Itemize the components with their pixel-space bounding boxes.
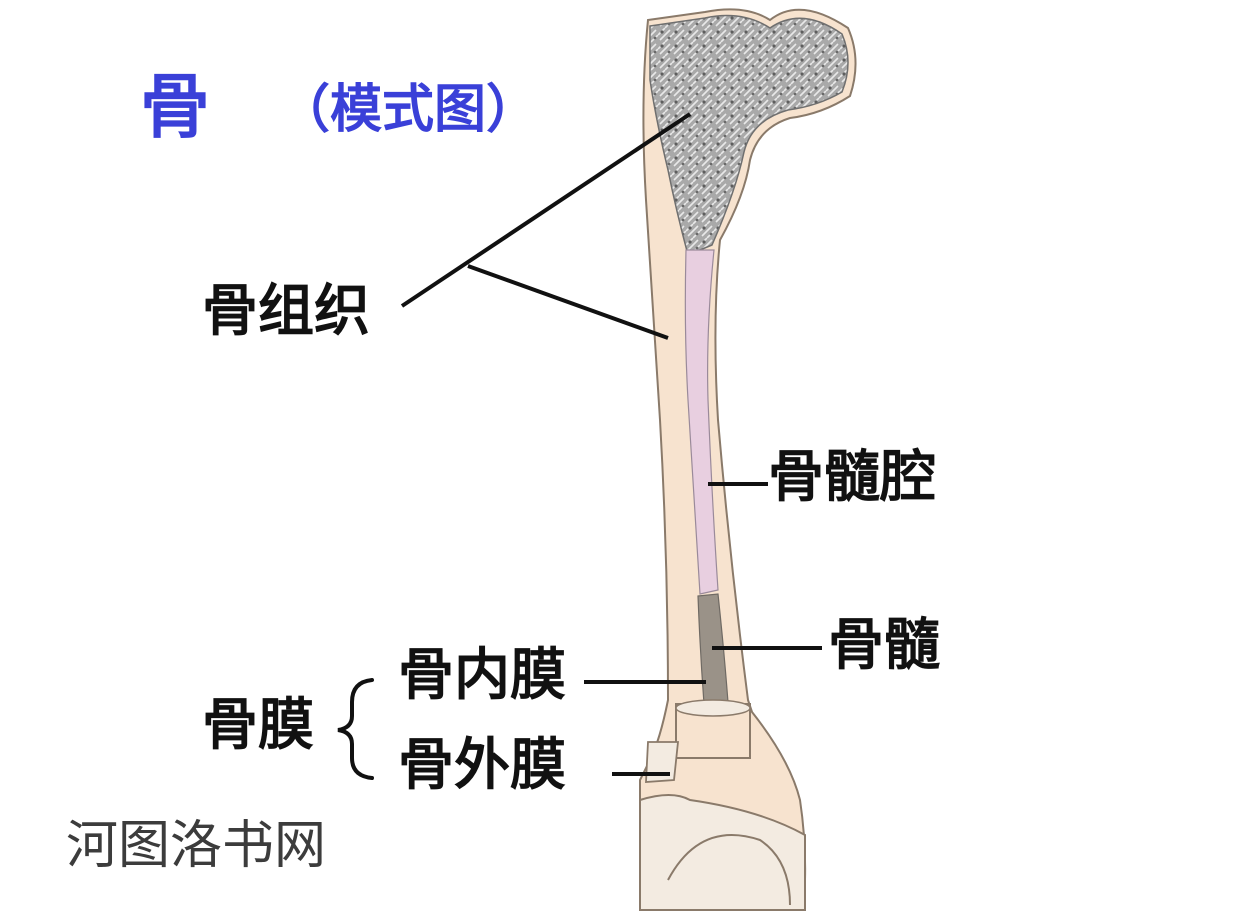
watermark-text: 河图洛书网 — [66, 816, 327, 876]
leader-lines — [400, 112, 822, 776]
spongy-bone-head — [649, 14, 849, 257]
diagram-subtitle: （模式图） — [278, 80, 539, 140]
label-marrow-cavity: 骨髓腔 — [768, 445, 936, 510]
marrow-cavity-shape — [684, 249, 719, 595]
label-periosteum-outer: 骨外膜 — [398, 733, 566, 798]
periosteum-brace — [337, 678, 374, 780]
diagram-title: 骨 — [140, 66, 210, 148]
label-periosteum: 骨膜 — [202, 693, 314, 758]
leader-bone-tissue-upper — [400, 112, 692, 308]
label-marrow: 骨髓 — [828, 613, 940, 678]
condyle-notch — [667, 834, 791, 906]
label-endosteum: 骨内膜 — [398, 643, 566, 708]
leader-bone-tissue-lower — [467, 264, 669, 340]
label-bone-tissue: 骨组织 — [202, 279, 370, 344]
distal-condyles — [639, 794, 806, 911]
cut-section-top — [675, 699, 751, 717]
